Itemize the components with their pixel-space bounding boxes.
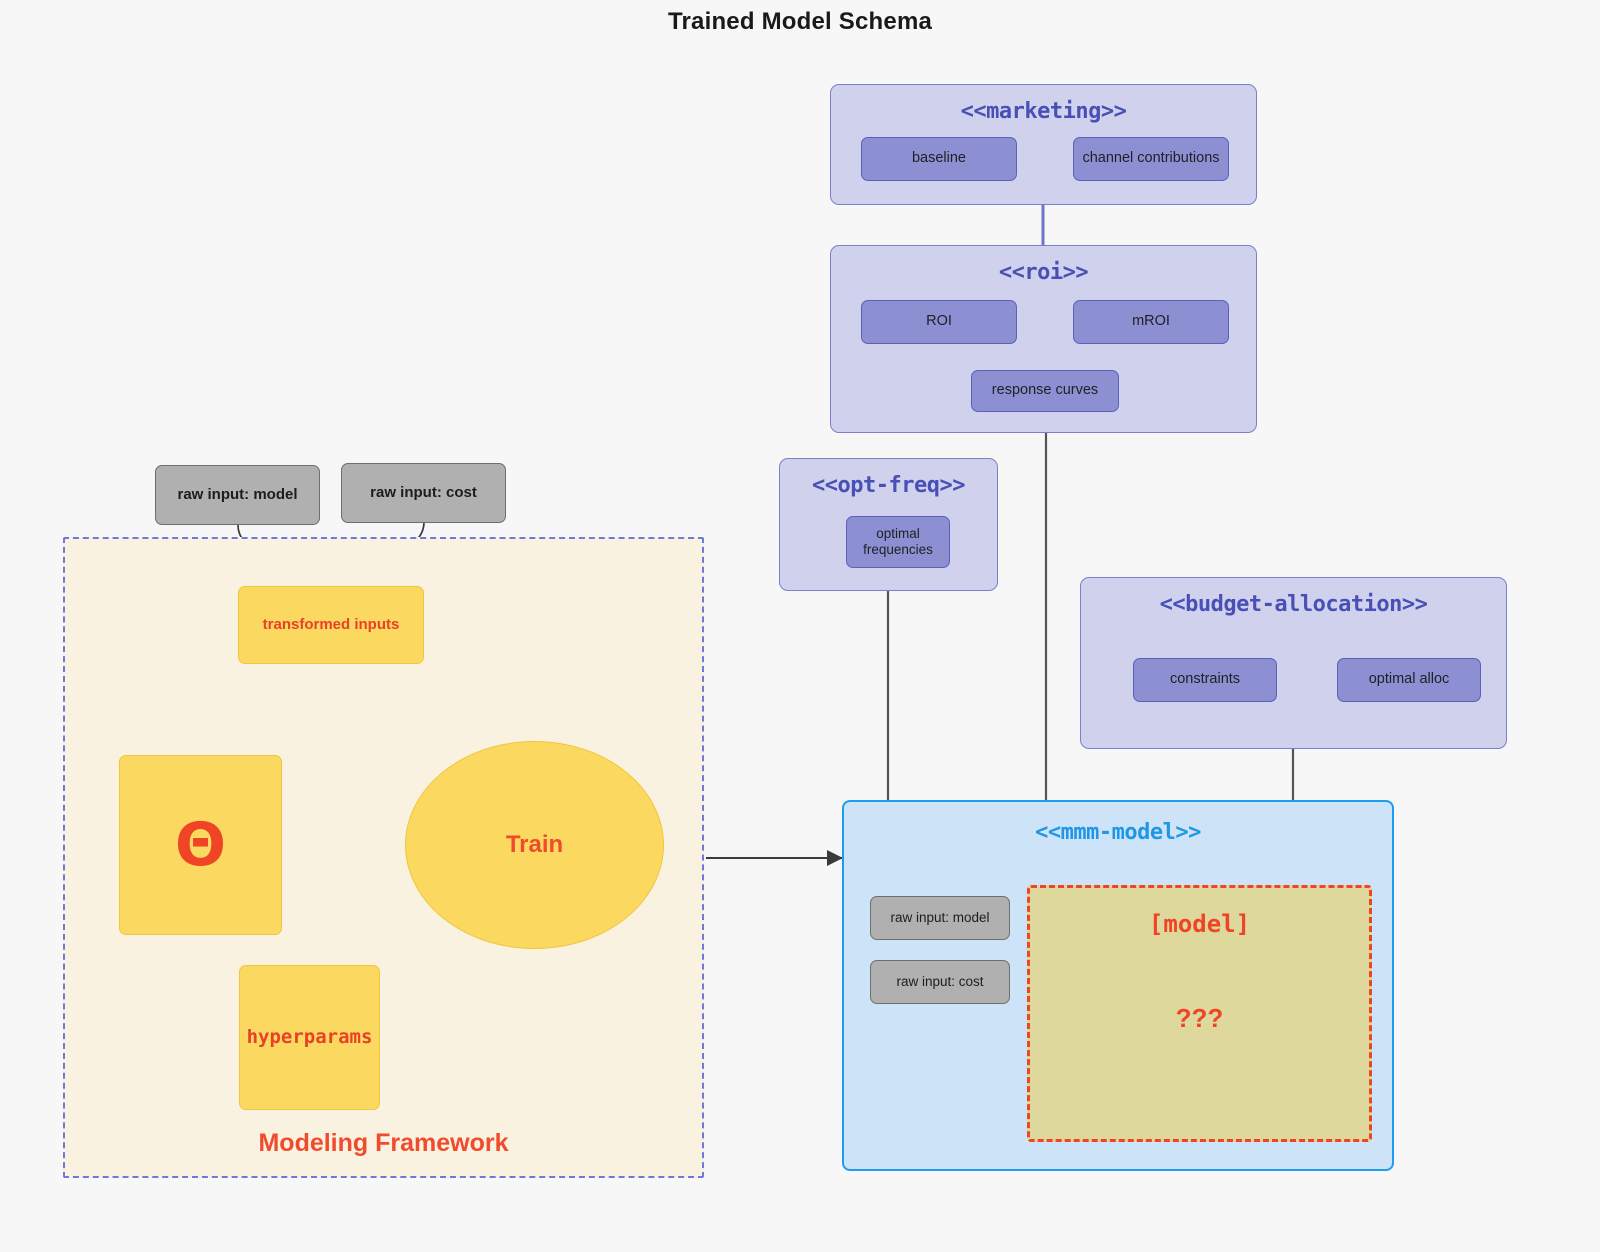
node-label: response curves	[991, 382, 1099, 399]
node-label: channel contributions	[1082, 150, 1220, 167]
node-train[interactable]: Train	[405, 741, 664, 949]
package-marketing-title: <<marketing>>	[960, 99, 1127, 124]
node-raw-input-model[interactable]: raw input: model	[147, 457, 320, 525]
node-label: optimal frequencies	[863, 526, 933, 557]
node-label: baseline	[911, 150, 966, 167]
package-opt-freq[interactable]: <<opt-freq>> optimal frequencies	[779, 458, 998, 591]
modeling-framework-label: Modeling Framework	[258, 1129, 509, 1157]
node-raw-input-cost[interactable]: raw input: cost	[333, 455, 506, 523]
node-label: raw input: cost	[896, 974, 984, 990]
node-transformed-inputs[interactable]: transformed inputs	[230, 578, 424, 664]
model-placeholder-box[interactable]: [model] ???	[1027, 885, 1372, 1142]
package-marketing[interactable]: <<marketing>> baseline channel contribut…	[830, 84, 1257, 205]
package-roi[interactable]: <<roi>> ROI mROI response curves	[830, 245, 1257, 433]
package-mmm-model[interactable]: <<mmm-model>> raw input: model raw input…	[842, 800, 1394, 1171]
package-roi-title: <<roi>>	[998, 260, 1089, 285]
node-optimal-alloc[interactable]: optimal alloc	[1329, 650, 1481, 702]
node-channel-contributions[interactable]: channel contributions	[1065, 129, 1229, 181]
node-mroi[interactable]: mROI	[1065, 292, 1229, 344]
node-label: Train	[505, 831, 564, 858]
node-theta[interactable]: Θ	[111, 747, 282, 935]
model-placeholder-label: [model]	[1148, 910, 1251, 938]
node-label: mROI	[1132, 313, 1170, 330]
node-label: ROI	[926, 313, 952, 330]
node-label: constraints	[1169, 671, 1241, 688]
package-budget-allocation[interactable]: <<budget-allocation>> constraints optima…	[1080, 577, 1507, 749]
node-hyperparams[interactable]: hyperparams	[231, 957, 380, 1110]
node-optimal-frequencies[interactable]: optimal frequencies	[838, 508, 950, 568]
model-placeholder-unknown: ???	[1175, 1003, 1224, 1033]
package-budget-allocation-title: <<budget-allocation>>	[1159, 592, 1428, 617]
node-label: raw input: cost	[370, 484, 477, 502]
node-roi[interactable]: ROI	[853, 292, 1017, 344]
package-mmm-model-title: <<mmm-model>>	[1035, 820, 1201, 845]
page-title: Trained Model Schema	[667, 8, 933, 35]
node-baseline[interactable]: baseline	[853, 129, 1017, 181]
theta-symbol: Θ	[174, 810, 226, 880]
node-label: transformed inputs	[262, 616, 400, 634]
package-opt-freq-title: <<opt-freq>>	[812, 473, 965, 498]
node-constraints[interactable]: constraints	[1125, 650, 1277, 702]
node-label: raw input: model	[177, 486, 298, 504]
node-label: hyperparams	[246, 1026, 373, 1049]
node-response-curves[interactable]: response curves	[963, 362, 1119, 412]
node-label: optimal alloc	[1368, 671, 1450, 688]
node-mmm-raw-input-model[interactable]: raw input: model	[864, 890, 1010, 940]
node-label: raw input: model	[890, 910, 990, 926]
node-mmm-raw-input-cost[interactable]: raw input: cost	[864, 954, 1010, 1004]
